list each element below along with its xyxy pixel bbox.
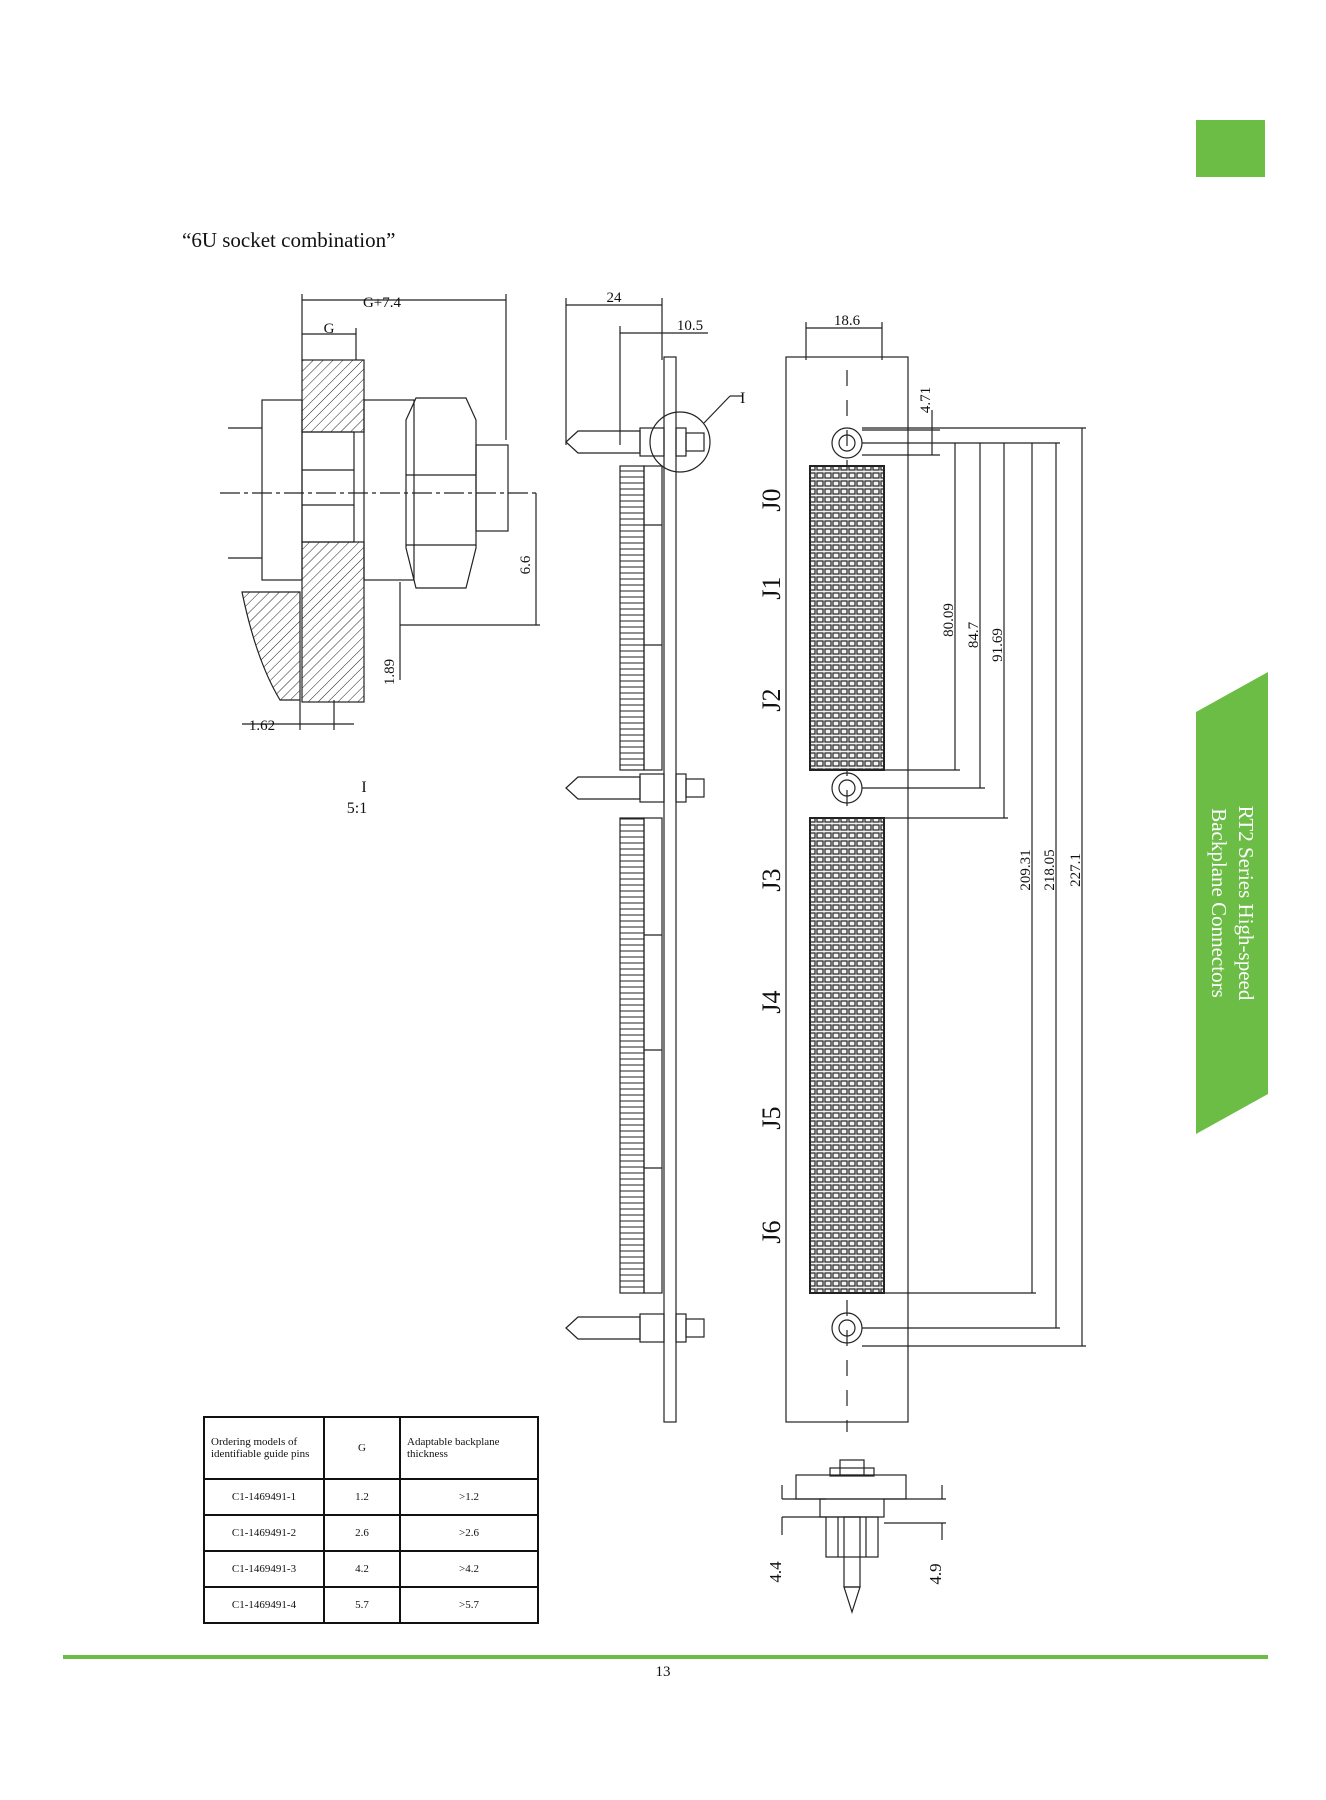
corner-tab bbox=[1196, 120, 1265, 177]
dim-g: G bbox=[324, 321, 335, 337]
technical-drawing: G+7.4 G 6.6 1.89 1.62 I 5:1 bbox=[220, 290, 1086, 1614]
table-cell: C1-1469491-3 bbox=[203, 1550, 325, 1588]
slot-label-j3: J3 bbox=[757, 868, 786, 891]
dim-10-5: 10.5 bbox=[677, 318, 703, 334]
callout-i: I bbox=[740, 390, 745, 407]
slot-label-j4: J4 bbox=[757, 990, 786, 1013]
table-cell: 2.6 bbox=[323, 1514, 401, 1552]
bottom-view bbox=[781, 1459, 946, 1614]
dim-g-plus: G+7.4 bbox=[363, 295, 402, 311]
slot-label-j0: J0 bbox=[757, 488, 786, 511]
dim-91-69: 91.69 bbox=[990, 628, 1006, 662]
dim-218-05: 218.05 bbox=[1042, 849, 1058, 890]
table-header-row: Ordering models of identifiable guide pi… bbox=[203, 1416, 539, 1480]
footer-rule bbox=[63, 1655, 1268, 1659]
side-tab: RT2 Series High-speed Backplane Connecto… bbox=[1196, 672, 1268, 1134]
slot-label-j1: J1 bbox=[757, 576, 786, 599]
guide-pin-middle bbox=[565, 773, 705, 803]
guide-pin-top bbox=[565, 411, 711, 473]
slot-label-j6: J6 bbox=[757, 1220, 786, 1243]
dim-6-6: 6.6 bbox=[518, 555, 534, 574]
table-header-model: Ordering models of identifiable guide pi… bbox=[203, 1416, 325, 1480]
page-heading: “6U socket combination” bbox=[182, 228, 396, 252]
table-cell: C1-1469491-2 bbox=[203, 1514, 325, 1552]
dim-4-71: 4.71 bbox=[918, 387, 934, 413]
dim-1-62: 1.62 bbox=[249, 718, 275, 734]
dim-80-09: 80.09 bbox=[941, 603, 957, 637]
table-cell: >5.7 bbox=[399, 1586, 539, 1624]
table-cell: >1.2 bbox=[399, 1478, 539, 1516]
table-cell: >4.2 bbox=[399, 1550, 539, 1588]
detail-scale: 5:1 bbox=[347, 800, 367, 817]
dim-18-6: 18.6 bbox=[834, 313, 861, 329]
slot-label-j2: J2 bbox=[757, 688, 786, 711]
table-header-g: G bbox=[323, 1416, 401, 1480]
front-view bbox=[785, 322, 1086, 1432]
detail-label: I bbox=[361, 779, 366, 796]
side-view bbox=[565, 298, 742, 1423]
guide-pin-bottom bbox=[565, 1313, 705, 1343]
table-row: C1-1469491-4 5.7 >5.7 bbox=[203, 1586, 539, 1624]
slot-label-j5: J5 bbox=[757, 1106, 786, 1129]
dim-4-4: 4.4 bbox=[766, 1561, 785, 1583]
table-cell: 1.2 bbox=[323, 1478, 401, 1516]
dim-4-9: 4.9 bbox=[926, 1563, 945, 1584]
table-row: C1-1469491-1 1.2 >1.2 bbox=[203, 1478, 539, 1516]
table-cell: 5.7 bbox=[323, 1586, 401, 1624]
page-number: 13 bbox=[655, 1664, 671, 1680]
table-row: C1-1469491-2 2.6 >2.6 bbox=[203, 1514, 539, 1552]
table-cell: C1-1469491-1 bbox=[203, 1478, 325, 1516]
dim-1-89: 1.89 bbox=[382, 659, 398, 685]
detail-view bbox=[220, 294, 540, 730]
ordering-table: Ordering models of identifiable guide pi… bbox=[203, 1416, 539, 1624]
table-cell: >2.6 bbox=[399, 1514, 539, 1552]
table-row: C1-1469491-3 4.2 >4.2 bbox=[203, 1550, 539, 1588]
dim-209-31: 209.31 bbox=[1018, 849, 1034, 890]
table-cell: C1-1469491-4 bbox=[203, 1586, 325, 1624]
dim-84-7: 84.7 bbox=[966, 621, 982, 648]
table-header-thickness: Adaptable backplane thickness bbox=[399, 1416, 539, 1480]
dim-24: 24 bbox=[607, 290, 623, 306]
dim-227-1: 227.1 bbox=[1068, 853, 1084, 887]
table-cell: 4.2 bbox=[323, 1550, 401, 1588]
